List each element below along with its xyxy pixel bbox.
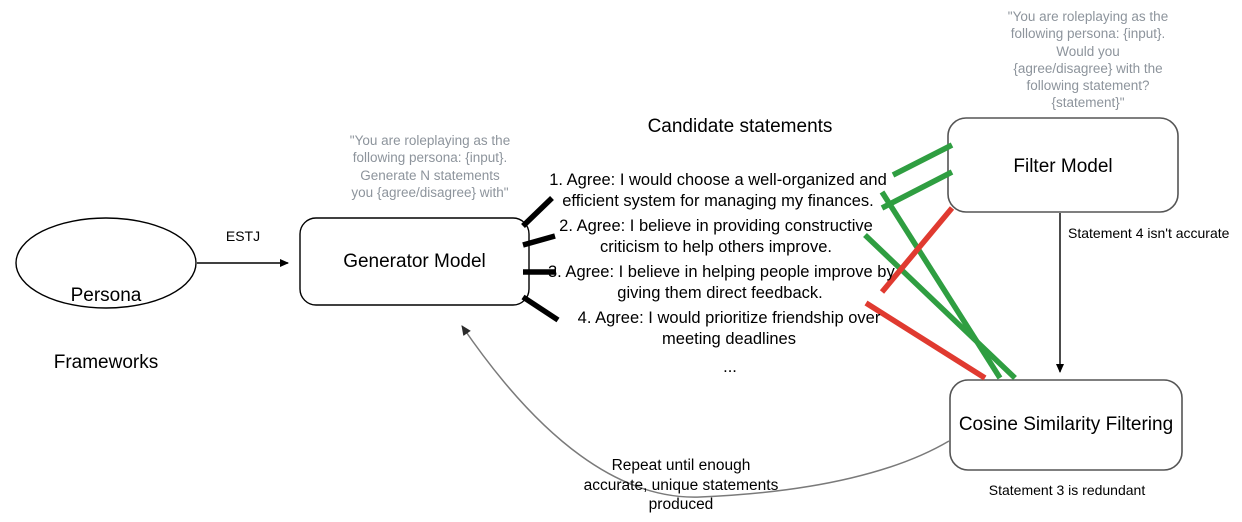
feedback-loop-label: Repeat until enough accurate, unique sta… — [583, 457, 779, 514]
generator-prompt-text: "You are roleplaying as the following pe… — [349, 133, 511, 200]
cosine-similarity-node[interactable] — [949, 379, 1183, 471]
persona-frameworks-label: Persona Frameworks — [16, 240, 196, 419]
candidate-statement-2: 2. Agree: I believe in providing constru… — [559, 217, 873, 256]
generator-stub-2 — [522, 233, 556, 248]
connector-accept-1 — [891, 142, 954, 178]
persona-frameworks-label-line2: Frameworks — [53, 352, 159, 374]
persona-frameworks-label-line1: Persona — [70, 284, 142, 306]
filter-model-label: Filter Model — [1013, 156, 1113, 177]
generator-model-node[interactable] — [299, 217, 530, 306]
persona-frameworks-node[interactable] — [15, 217, 197, 309]
connector-accept-2 — [880, 169, 954, 211]
candidate-statements-more: ... — [723, 358, 737, 376]
candidate-statements-heading: Candidate statements — [647, 116, 833, 137]
edge-feedback-loop — [461, 325, 950, 498]
generator-stub-1 — [521, 196, 554, 228]
candidate-statement-1: 1. Agree: I would choose a well-organize… — [549, 171, 887, 210]
connector-accept-2-to-cosine — [863, 233, 1017, 380]
filter-prompt-text: "You are roleplaying as the following pe… — [1007, 9, 1169, 111]
generator-model-label: Generator Model — [343, 251, 486, 272]
edge-label-statement-4-inaccurate: Statement 4 isn't accurate — [1068, 225, 1230, 241]
connector-reject-to-cosine — [864, 300, 987, 381]
candidate-statement-3: 3. Agree: I believe in helping people im… — [548, 263, 895, 302]
filter-model-node[interactable] — [947, 117, 1179, 213]
candidate-statement-4: 4. Agree: I would prioritize friendship … — [577, 309, 881, 348]
cosine-similarity-note: Statement 3 is redundant — [988, 482, 1146, 498]
edge-label-estj: ESTJ — [225, 228, 261, 244]
cosine-similarity-label: Cosine Similarity Filtering — [958, 414, 1174, 435]
generator-stub-4 — [521, 294, 560, 323]
connector-reject-from-filter — [879, 206, 955, 294]
